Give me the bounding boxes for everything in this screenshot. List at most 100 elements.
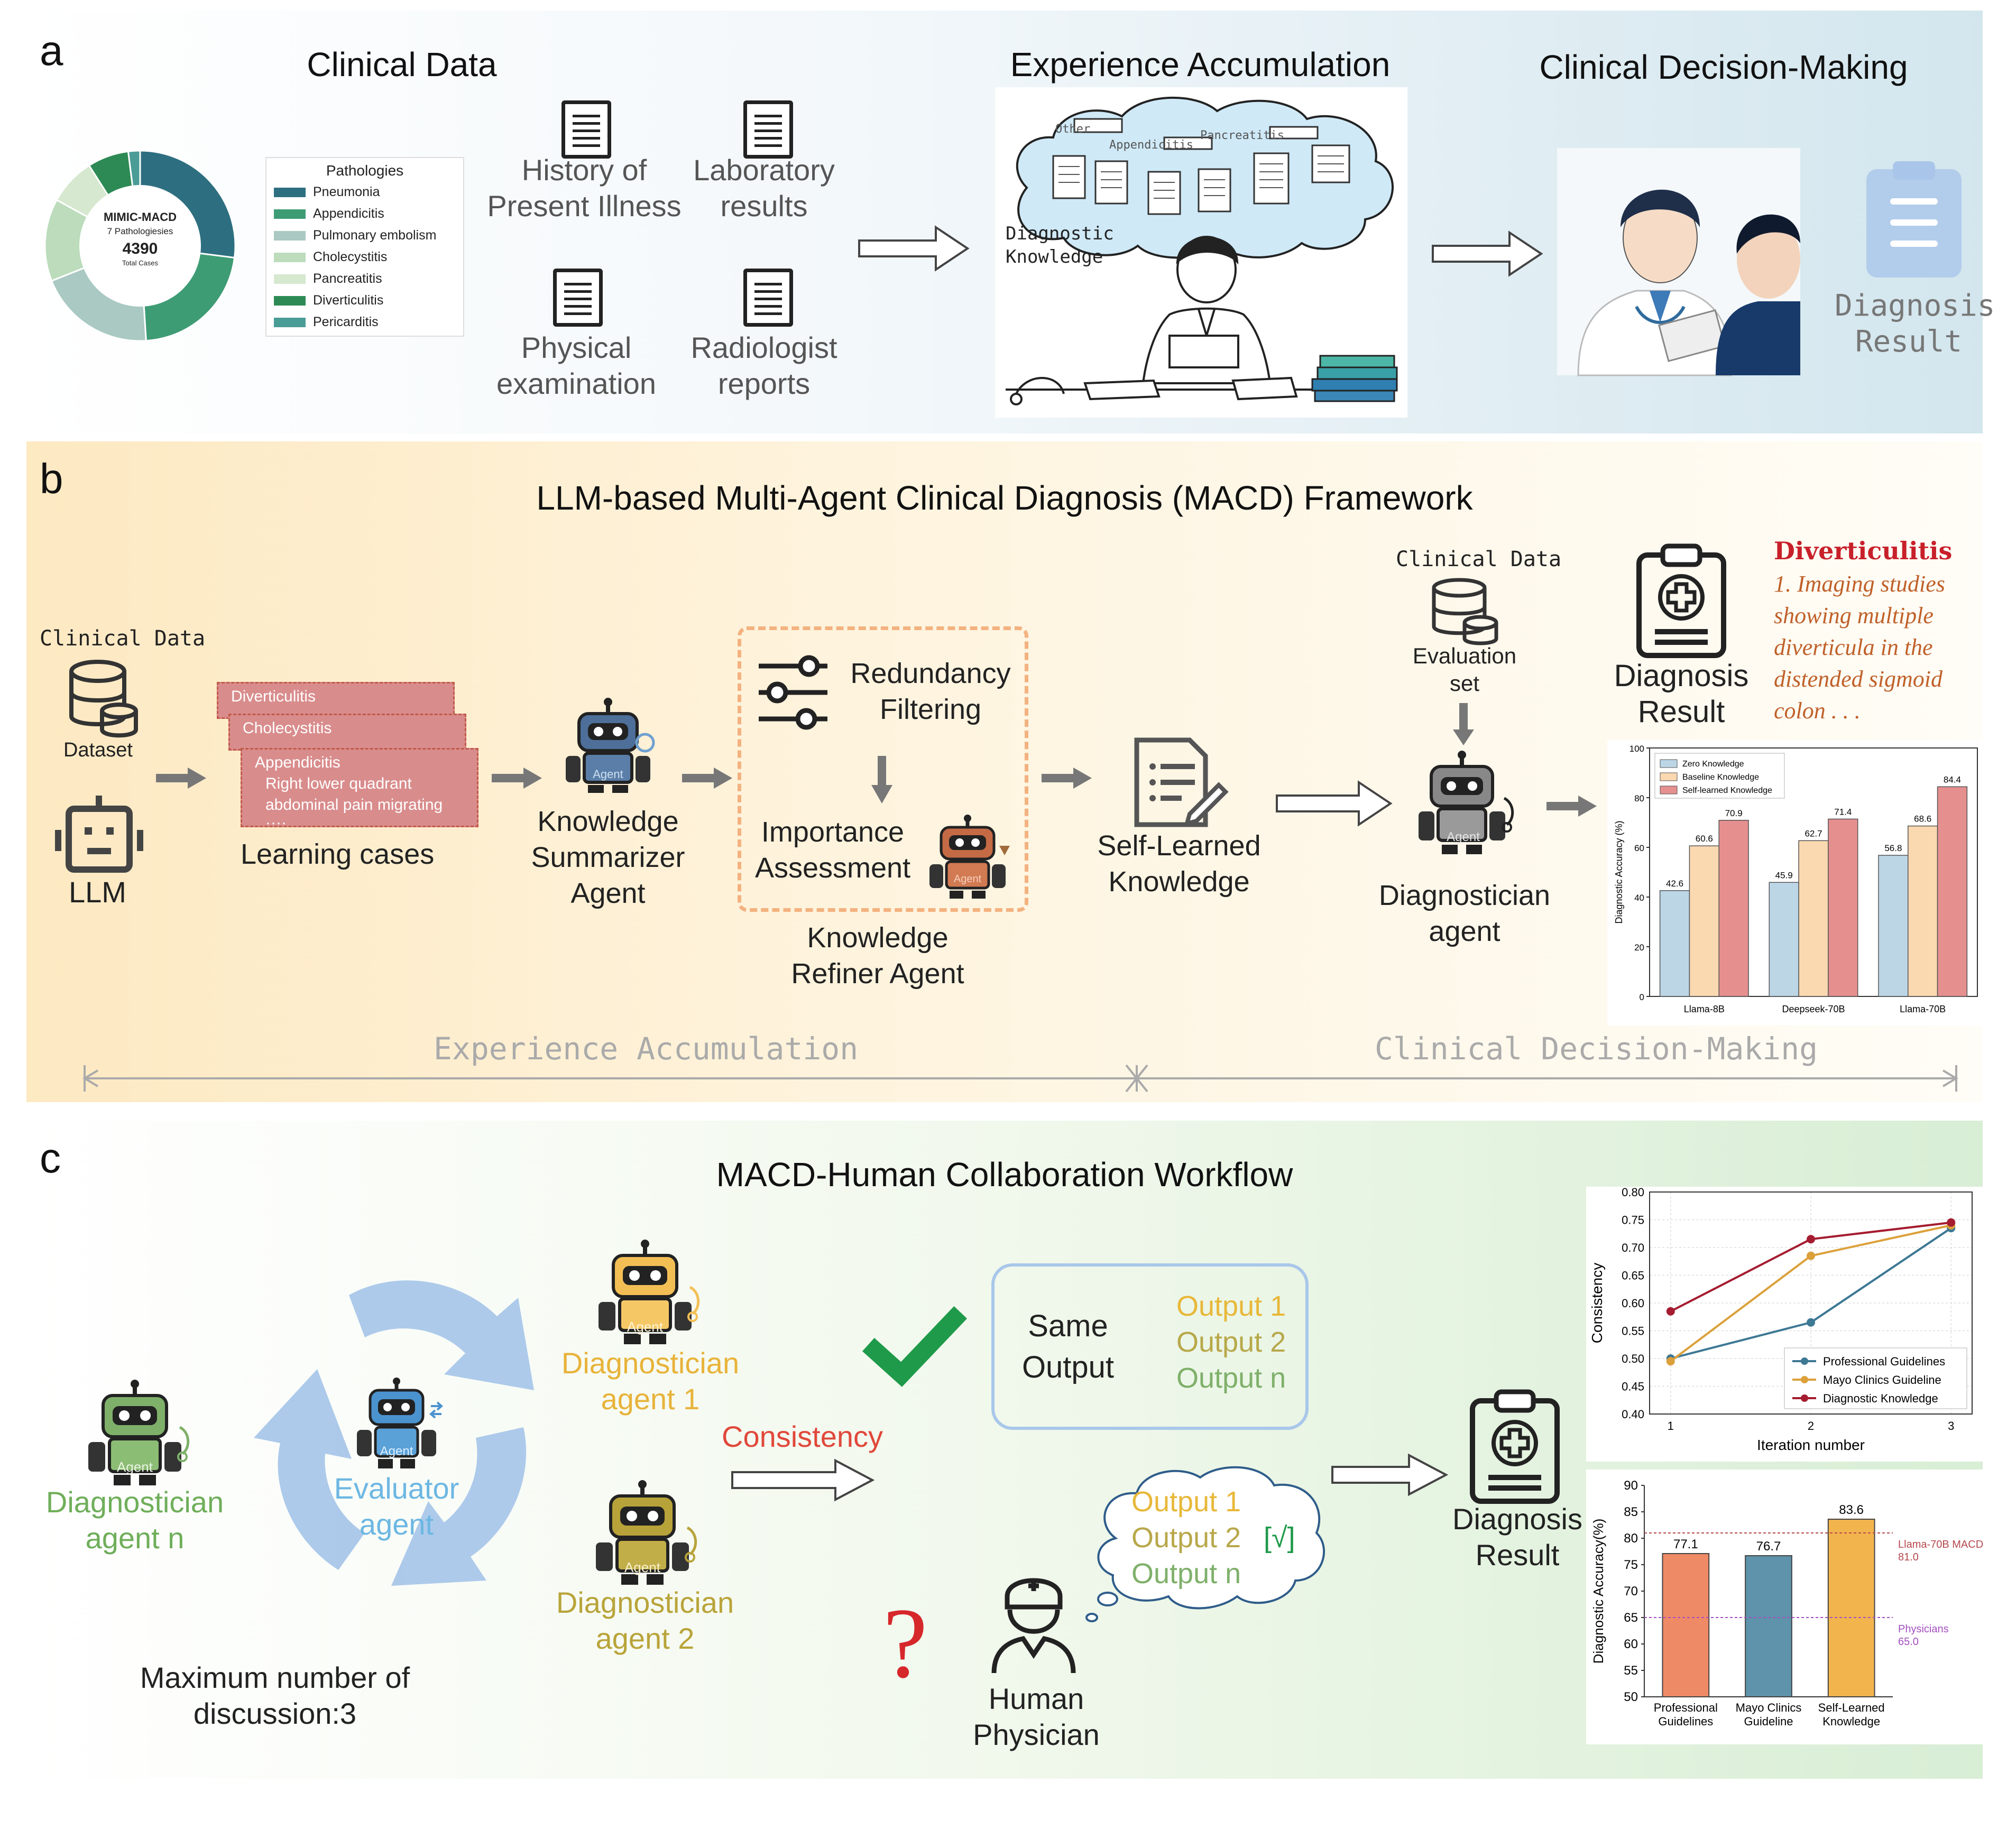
chart-c2-xtick-label: Knowledge xyxy=(1822,1715,1880,1728)
case-diagnosis-title: Diverticulitis xyxy=(1774,537,1953,565)
chart-c1-legend-marker xyxy=(1801,1357,1808,1365)
importance-label: Importance Assessment xyxy=(754,816,911,884)
chart-b-xtick-label: Llama-70B xyxy=(1900,1004,1946,1014)
diagnosis-result-a: Diagnosis Result xyxy=(1835,289,1995,359)
legend-item: Pneumonia xyxy=(274,181,456,203)
diagnosis-result-c: Diagnosis Result xyxy=(1452,1502,1582,1572)
chart-c2-ylabel: Diagnostic Accuracy(%) xyxy=(1590,1519,1606,1664)
chart-b-legend-label: Zero Knowledge xyxy=(1682,760,1744,769)
chart-b-ytick-label: 40 xyxy=(1634,893,1644,903)
chart-c1-xtick-label: 2 xyxy=(1808,1419,1814,1433)
chart-c2-xtick-label: Mayo Clinics xyxy=(1736,1701,1802,1714)
output-2-label: Output 2 xyxy=(1176,1326,1286,1358)
chart-b-legend-swatch xyxy=(1660,772,1678,781)
legend-item: Pancreatitis xyxy=(274,268,456,290)
chart-c1-legend-label: Mayo Clinics Guideline xyxy=(1823,1373,1941,1387)
chart-c1-xlabel: Iteration number xyxy=(1757,1437,1865,1453)
thought-output-1: Output 1 xyxy=(1131,1486,1241,1518)
chart-c2-reference-label: Llama-70B MACD xyxy=(1898,1539,1983,1550)
question-mark: ? xyxy=(883,1588,928,1699)
evaluation-database-icon xyxy=(1432,578,1498,645)
chart-c2-ytick-label: 85 xyxy=(1624,1505,1638,1519)
agent-1-label: Diagnostician agent 1 xyxy=(561,1346,740,1416)
diagnostic-knowledge-label: Diagnostic Knowledge xyxy=(1006,223,1114,267)
chart-c2-ytick-label: 75 xyxy=(1624,1558,1638,1572)
chart-c2-bar xyxy=(1827,1519,1875,1697)
panel-a-label: a xyxy=(40,27,63,74)
human-physician-label: Human Physician xyxy=(973,1682,1100,1751)
refiner-robot-icon xyxy=(929,815,1010,899)
legend-swatch xyxy=(274,295,306,306)
refiner-label: Knowledge Refiner Agent xyxy=(791,922,964,990)
doc-lab-label: Laboratory results xyxy=(693,153,835,223)
chart-b-xtick-label: Deepseek-70B xyxy=(1782,1004,1845,1014)
pathology-donut xyxy=(44,150,236,342)
donut-total: 4390 xyxy=(122,240,158,257)
chart-c2-ytick-label: 55 xyxy=(1624,1664,1638,1678)
chart-c1-ytick-label: 0.40 xyxy=(1622,1408,1644,1421)
chart-c1-point xyxy=(1807,1251,1815,1260)
lab-doc-icon xyxy=(743,100,793,159)
legend-label: Pulmonary embolism xyxy=(313,228,437,243)
arrow-b-1 xyxy=(156,768,206,789)
legend-label: Cholecystitis xyxy=(313,250,388,264)
chart-b-data-label: 42.6 xyxy=(1666,879,1683,889)
chart-c2-bar xyxy=(1662,1553,1710,1697)
chart-c2-reference-value: 81.0 xyxy=(1898,1551,1919,1563)
chart-c2-data-label: 76.7 xyxy=(1756,1539,1781,1554)
cloud-word-pancreatitis: Pancreatitis xyxy=(1200,129,1284,142)
chart-c1-ytick-label: 0.45 xyxy=(1622,1380,1644,1393)
donut-total-label: Total Cases xyxy=(122,259,158,267)
chart-c2-ytick-label: 70 xyxy=(1624,1584,1638,1598)
chart-c1-ytick-label: 0.55 xyxy=(1622,1325,1644,1338)
physician-icon xyxy=(991,1578,1076,1674)
chart-b-data-label: 56.8 xyxy=(1884,843,1902,853)
legend-item: Cholecystitis xyxy=(274,246,456,268)
llm-label: LLM xyxy=(69,875,126,909)
experience-title: Experience Accumulation xyxy=(1010,45,1391,84)
diagnostician-n-robot-icon xyxy=(88,1380,190,1485)
diagnosis-result-b: Diagnosis Result xyxy=(1614,659,1749,729)
chart-c1-legend-label: Diagnostic Knowledge xyxy=(1823,1392,1938,1405)
chart-c2-ytick-label: 80 xyxy=(1624,1531,1638,1546)
redundancy-label: Redundancy Filtering xyxy=(850,658,1011,725)
donut-title: MIMIC-MACD xyxy=(103,210,177,224)
chart-c1-legend-marker xyxy=(1801,1394,1808,1402)
legend-item: Pericarditis xyxy=(274,311,456,333)
donut-center: MIMIC-MACD 7 Pathologiesies 4390 Total C… xyxy=(79,210,201,267)
chart-c1-xtick-label: 3 xyxy=(1948,1419,1954,1433)
dataset-label: Dataset xyxy=(63,739,133,761)
arrow-b-4 xyxy=(1042,768,1092,789)
chart-c1-background xyxy=(1586,1187,1988,1462)
learning-cases-label: Learning cases xyxy=(241,838,435,870)
same-output-label: Same Output xyxy=(1021,1309,1115,1384)
diagnosis-clipboard-icon-c xyxy=(1470,1389,1560,1504)
chart-b-data-label: 70.9 xyxy=(1725,808,1743,818)
self-learned-label: Self-Learned Knowledge xyxy=(1097,830,1261,898)
output-n-label: Output n xyxy=(1176,1362,1286,1394)
history-doc-icon xyxy=(561,100,611,159)
knowledge-document-icon xyxy=(1134,737,1229,827)
physical-doc-icon xyxy=(553,269,603,327)
legend-swatch xyxy=(274,230,306,241)
arrow-b-3 xyxy=(682,768,732,789)
chart-c1-ylabel: Consistency xyxy=(1589,1263,1605,1344)
chart-c2-xtick-label: Guideline xyxy=(1744,1715,1793,1728)
timeline-right-label: Clinical Decision-Making xyxy=(1375,1031,1818,1067)
evaluator-robot-icon xyxy=(357,1378,444,1468)
legend-item: Pulmonary embolism xyxy=(274,225,456,246)
chart-c1-legend-label: Professional Guidelines xyxy=(1823,1355,1945,1368)
legend-item: Diverticulitis xyxy=(274,290,456,311)
chart-c2-bar xyxy=(1745,1555,1792,1697)
arrow-down-evaluation xyxy=(1453,703,1474,745)
clinical-data-b2: Clinical Data xyxy=(1396,547,1562,571)
cloud-word-appendicitis: Appendicitis xyxy=(1109,138,1193,152)
legend-label: Pericarditis xyxy=(313,315,379,329)
chart-c1-point xyxy=(1947,1218,1956,1227)
chart-b-ylabel: Diagnostic Accuracy (%) xyxy=(1614,820,1624,923)
chart-b-bar xyxy=(1878,855,1909,997)
doc-radiologist-label: Radiologist reports xyxy=(691,331,837,400)
